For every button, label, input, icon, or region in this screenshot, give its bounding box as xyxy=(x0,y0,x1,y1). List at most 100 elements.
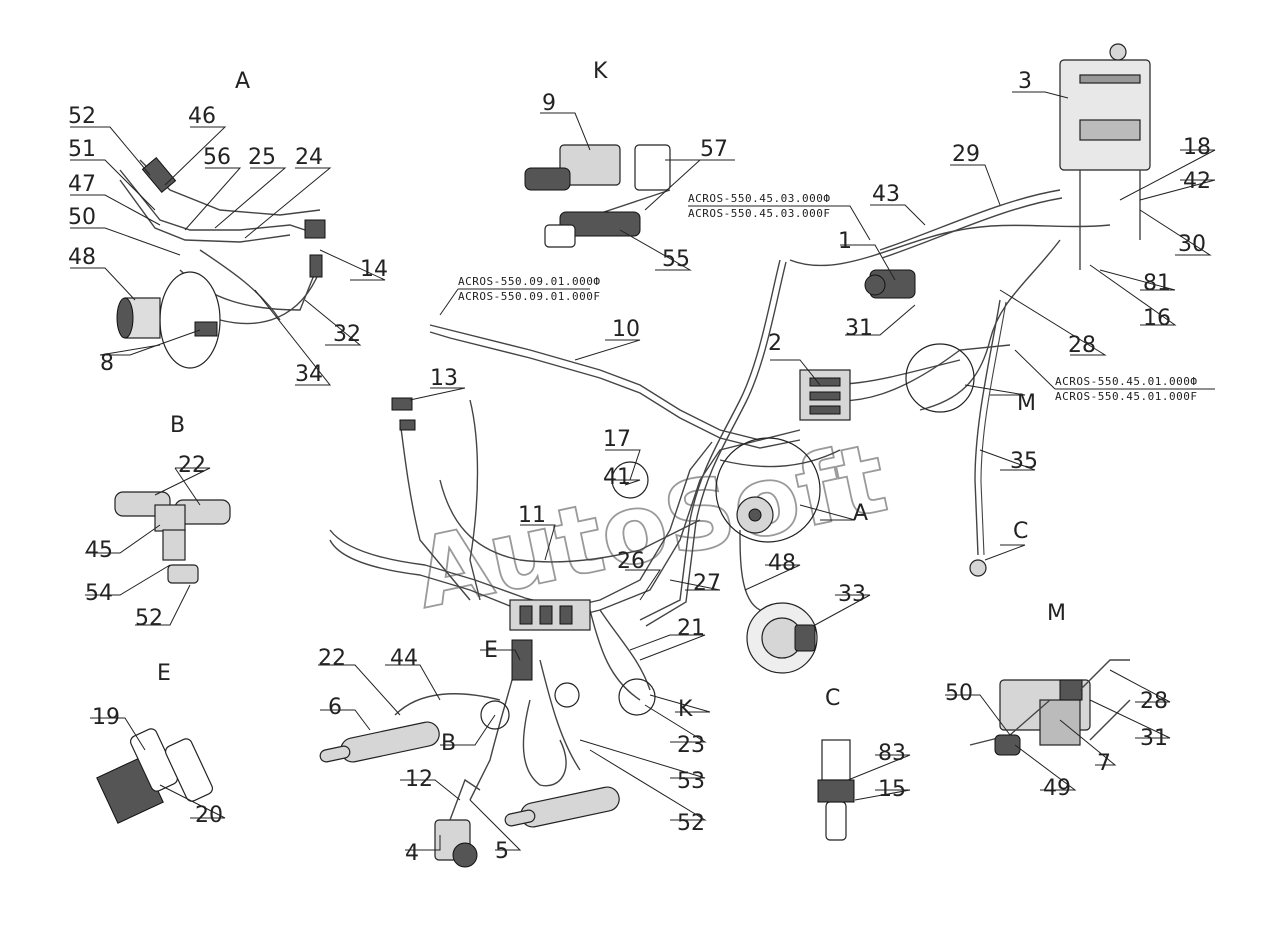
callout-c: C xyxy=(1013,519,1028,544)
section-label-b: B xyxy=(170,413,185,438)
part-number-labels: 52 46 51 56 25 24 47 50 48 14 32 8 34 9 … xyxy=(68,69,1211,866)
leader-lines xyxy=(70,91,1216,851)
assembly-code-09-01-cyr: ACROS-550.09.01.000Ф xyxy=(458,275,600,288)
part-number: 4 xyxy=(405,841,419,866)
part-number: 56 xyxy=(203,145,231,170)
part-number: 48 xyxy=(768,551,796,576)
pump-unit xyxy=(864,269,916,299)
part-number: 44 xyxy=(390,646,418,671)
detail-b xyxy=(114,491,231,584)
part-number: 57 xyxy=(700,137,728,162)
section-label-e: E xyxy=(157,661,171,686)
part-number: 41 xyxy=(603,465,631,490)
part-number: 47 xyxy=(68,172,96,197)
part-number: 50 xyxy=(68,205,96,230)
section-label-a: A xyxy=(235,69,250,94)
part-number: 1 xyxy=(838,229,852,254)
part-number: 15 xyxy=(878,777,906,802)
hydraulic-motor-unit xyxy=(434,778,481,868)
part-number: 28 xyxy=(1068,333,1096,358)
part-number: 14 xyxy=(360,257,388,282)
part-number: 54 xyxy=(85,581,113,606)
part-number: 30 xyxy=(1178,232,1206,257)
part-number: 17 xyxy=(603,427,631,452)
part-number: 10 xyxy=(612,317,640,342)
part-number: 43 xyxy=(872,182,900,207)
coupling-c xyxy=(969,559,987,577)
part-number: 11 xyxy=(518,503,546,528)
part-number: 19 xyxy=(92,705,120,730)
part-number: 42 xyxy=(1183,169,1211,194)
assembly-code-09-01-lat: ACROS-550.09.01.000F xyxy=(458,290,600,303)
section-label-k: K xyxy=(593,59,608,84)
part-number: 22 xyxy=(178,453,206,478)
part-number: 29 xyxy=(952,142,980,167)
part-number: 23 xyxy=(677,733,705,758)
part-number: 52 xyxy=(135,606,163,631)
part-number: 49 xyxy=(1043,776,1071,801)
part-number: 25 xyxy=(248,145,276,170)
part-number: 27 xyxy=(693,571,721,596)
detail-k xyxy=(524,144,671,248)
assembly-code-45-01-lat: ACROS-550.45.01.000F xyxy=(1055,390,1197,403)
section-labels: A K B E M C A B C E K M xyxy=(157,59,1066,756)
part-number: 7 xyxy=(1097,751,1111,776)
detail-m xyxy=(969,659,1131,756)
watermark: AutoSoft xyxy=(405,422,895,631)
detail-c xyxy=(817,739,855,841)
assembly-code-45-01-cyr: ACROS-550.45.01.000Ф xyxy=(1055,375,1197,388)
part-number: 22 xyxy=(318,646,346,671)
connector-13 xyxy=(391,397,416,431)
part-number: 26 xyxy=(617,549,645,574)
part-number: 45 xyxy=(85,538,113,563)
part-number: 3 xyxy=(1018,69,1032,94)
part-number: 31 xyxy=(1140,726,1168,751)
part-number: 2 xyxy=(768,331,782,356)
part-number: 52 xyxy=(68,104,96,129)
detail-a xyxy=(116,157,326,369)
part-number: 35 xyxy=(1010,449,1038,474)
part-number: 46 xyxy=(188,104,216,129)
part-number: 28 xyxy=(1140,689,1168,714)
assembly-code-45-03-cyr: ACROS-550.45.03.000Ф xyxy=(688,192,830,205)
cylinder-6 xyxy=(319,721,440,763)
callout-k: K xyxy=(678,697,693,722)
part-number: 24 xyxy=(295,145,323,170)
part-number: 32 xyxy=(333,322,361,347)
section-label-c: C xyxy=(825,686,840,711)
cylinder-lower xyxy=(504,786,620,828)
part-number: 34 xyxy=(295,362,323,387)
part-number: 13 xyxy=(430,366,458,391)
part-number: 18 xyxy=(1183,135,1211,160)
part-number: 55 xyxy=(662,247,690,272)
callout-m: M xyxy=(1017,391,1036,416)
part-number: 20 xyxy=(195,803,223,828)
hydraulic-tank xyxy=(1059,43,1151,270)
section-label-m: M xyxy=(1047,601,1066,626)
control-valve-block xyxy=(799,369,851,421)
callout-e: E xyxy=(484,638,498,663)
callout-b: B xyxy=(441,731,456,756)
part-number: 21 xyxy=(677,616,705,641)
part-number: 8 xyxy=(100,351,114,376)
part-number: 83 xyxy=(878,741,906,766)
distributor-block xyxy=(509,599,591,681)
callout-a: A xyxy=(853,501,868,526)
part-number: 31 xyxy=(845,316,873,341)
assembly-code-45-03-lat: ACROS-550.45.03.000F xyxy=(688,207,830,220)
detail-e xyxy=(96,728,213,824)
part-number: 51 xyxy=(68,137,96,162)
part-number: 81 xyxy=(1143,271,1171,296)
part-number: 9 xyxy=(542,91,556,116)
part-number: 12 xyxy=(405,767,433,792)
part-number: 50 xyxy=(945,681,973,706)
part-number: 16 xyxy=(1143,306,1171,331)
assembly-codes: ACROS-550.45.03.000Ф ACROS-550.45.03.000… xyxy=(439,192,1215,403)
part-number: 33 xyxy=(838,582,866,607)
part-number: 6 xyxy=(328,695,342,720)
part-number: 48 xyxy=(68,245,96,270)
brake-chamber-33 xyxy=(746,602,818,674)
part-number: 5 xyxy=(495,839,509,864)
part-number: 53 xyxy=(677,769,705,794)
